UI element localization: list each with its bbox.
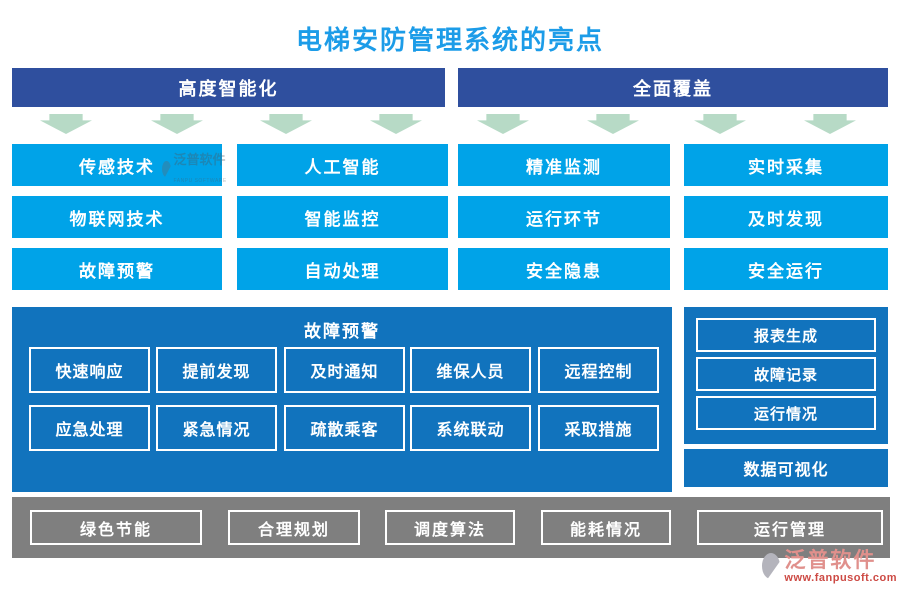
bottom-box-green-energy: 绿色节能 [30,510,202,545]
page-title: 电梯安防管理系统的亮点 [295,25,604,55]
fault-box-emergency-case: 紧急情况 [156,405,277,451]
grid-cell-realtime-collect: 实时采集 [684,144,888,186]
inline-watermark-sub: FANPU SOFTWARE [173,178,227,184]
data-visualization-box: 数据可视化 [684,449,888,487]
grid-cell-precise-monitor: 精准监测 [458,144,670,186]
inline-watermark: 泛普软件 FANPU SOFTWARE [162,152,232,186]
arrow-down-icon [477,114,529,134]
fault-warning-panel-title: 故障预警 [304,322,380,341]
fault-box-evacuate-passengers: 疏散乘客 [284,405,405,451]
fault-warning-panel [12,307,672,492]
grid-cell-auto-handle: 自动处理 [237,248,448,290]
grid-cell-operation-link: 运行环节 [458,196,670,238]
arrow-down-icon [370,114,422,134]
brand-watermark: 泛普软件 www.fanpusoft.com [762,550,897,592]
bottom-box-operation-mgmt: 运行管理 [697,510,883,545]
grid-cell-safe-operation: 安全运行 [684,248,888,290]
fault-box-early-detect: 提前发现 [156,347,277,393]
fault-box-emergency-handle: 应急处理 [29,405,150,451]
arrow-down-icon [694,114,746,134]
header-high-intelligence: 高度智能化 [12,68,445,107]
bottom-box-rational-plan: 合理规划 [228,510,360,545]
grid-cell-fault-warning: 故障预警 [12,248,222,290]
grid-cell-timely-detect: 及时发现 [684,196,888,238]
inline-watermark-brand: 泛普软件 [173,152,226,167]
fault-box-take-measures: 采取措施 [538,405,659,451]
grid-cell-safety-hazard: 安全隐患 [458,248,670,290]
fault-box-maintenance-staff: 维保人员 [410,347,531,393]
fault-box-timely-notify: 及时通知 [284,347,405,393]
brand-name: 泛普软件 [784,549,877,572]
fanpu-logo-icon [162,161,171,177]
report-box-fault-record: 故障记录 [696,357,876,391]
report-box-operation-status: 运行情况 [696,396,876,430]
arrow-down-icon [260,114,312,134]
fault-box-system-linkage: 系统联动 [410,405,531,451]
arrow-down-icon [804,114,856,134]
arrow-down-icon [40,114,92,134]
fault-box-quick-response: 快速响应 [29,347,150,393]
grid-cell-ai: 人工智能 [237,144,448,186]
grid-cell-iot-tech: 物联网技术 [12,196,222,238]
fault-box-remote-control: 远程控制 [538,347,659,393]
brand-url: www.fanpusoft.com [784,572,897,584]
arrow-down-icon [151,114,203,134]
fanpu-logo-icon [762,553,781,579]
bottom-box-dispatch-algo: 调度算法 [385,510,515,545]
report-box-report-generation: 报表生成 [696,318,876,352]
header-full-coverage: 全面覆盖 [458,68,888,107]
bottom-box-energy-usage: 能耗情况 [541,510,671,545]
grid-cell-smart-monitor: 智能监控 [237,196,448,238]
arrow-down-icon [587,114,639,134]
grid-cell-sensor-tech: 传感技术 [12,144,222,186]
